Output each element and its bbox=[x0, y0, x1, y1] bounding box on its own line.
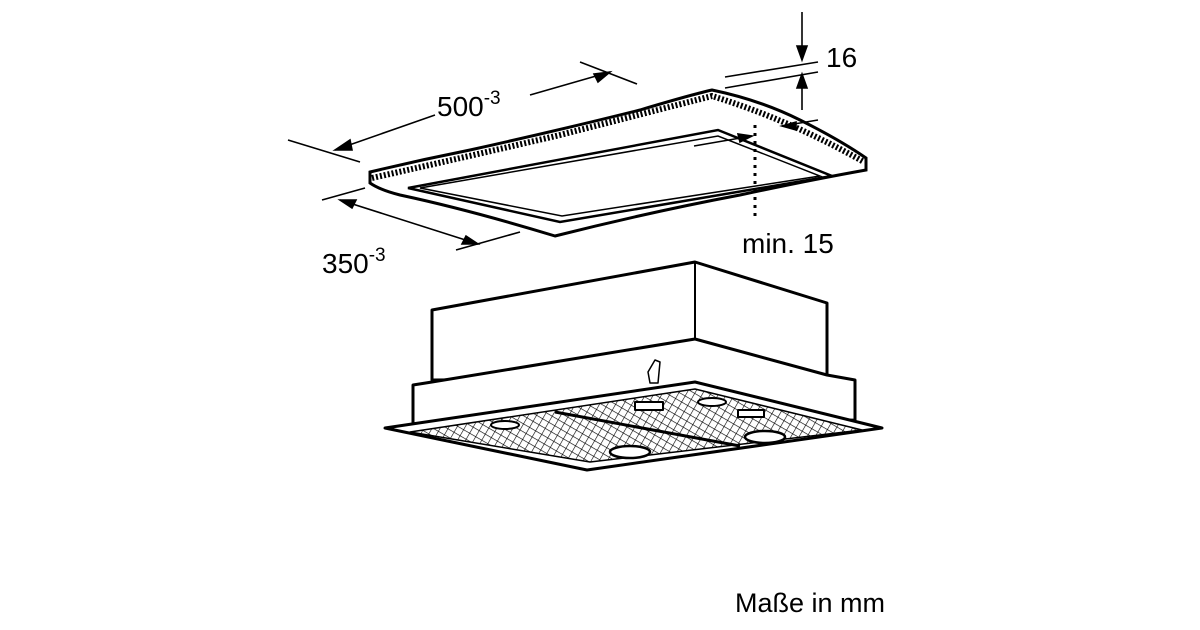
depth-dimension-label: 350-3 bbox=[322, 245, 386, 280]
units-note: Maße in mm bbox=[735, 588, 886, 618]
width-dimension-label: 500-3 bbox=[437, 88, 501, 123]
dimension-lines bbox=[287, 12, 819, 251]
width-value: 500 bbox=[437, 91, 484, 122]
depth-tolerance: -3 bbox=[368, 245, 386, 266]
width-tolerance: -3 bbox=[483, 88, 501, 109]
range-hood-unit bbox=[383, 260, 884, 472]
min-clearance-label: min. 15 bbox=[742, 228, 834, 259]
ceiling-cutout-frame bbox=[368, 88, 868, 238]
depth-value: 350 bbox=[322, 248, 369, 279]
frame-thickness-label: 16 bbox=[826, 42, 858, 73]
